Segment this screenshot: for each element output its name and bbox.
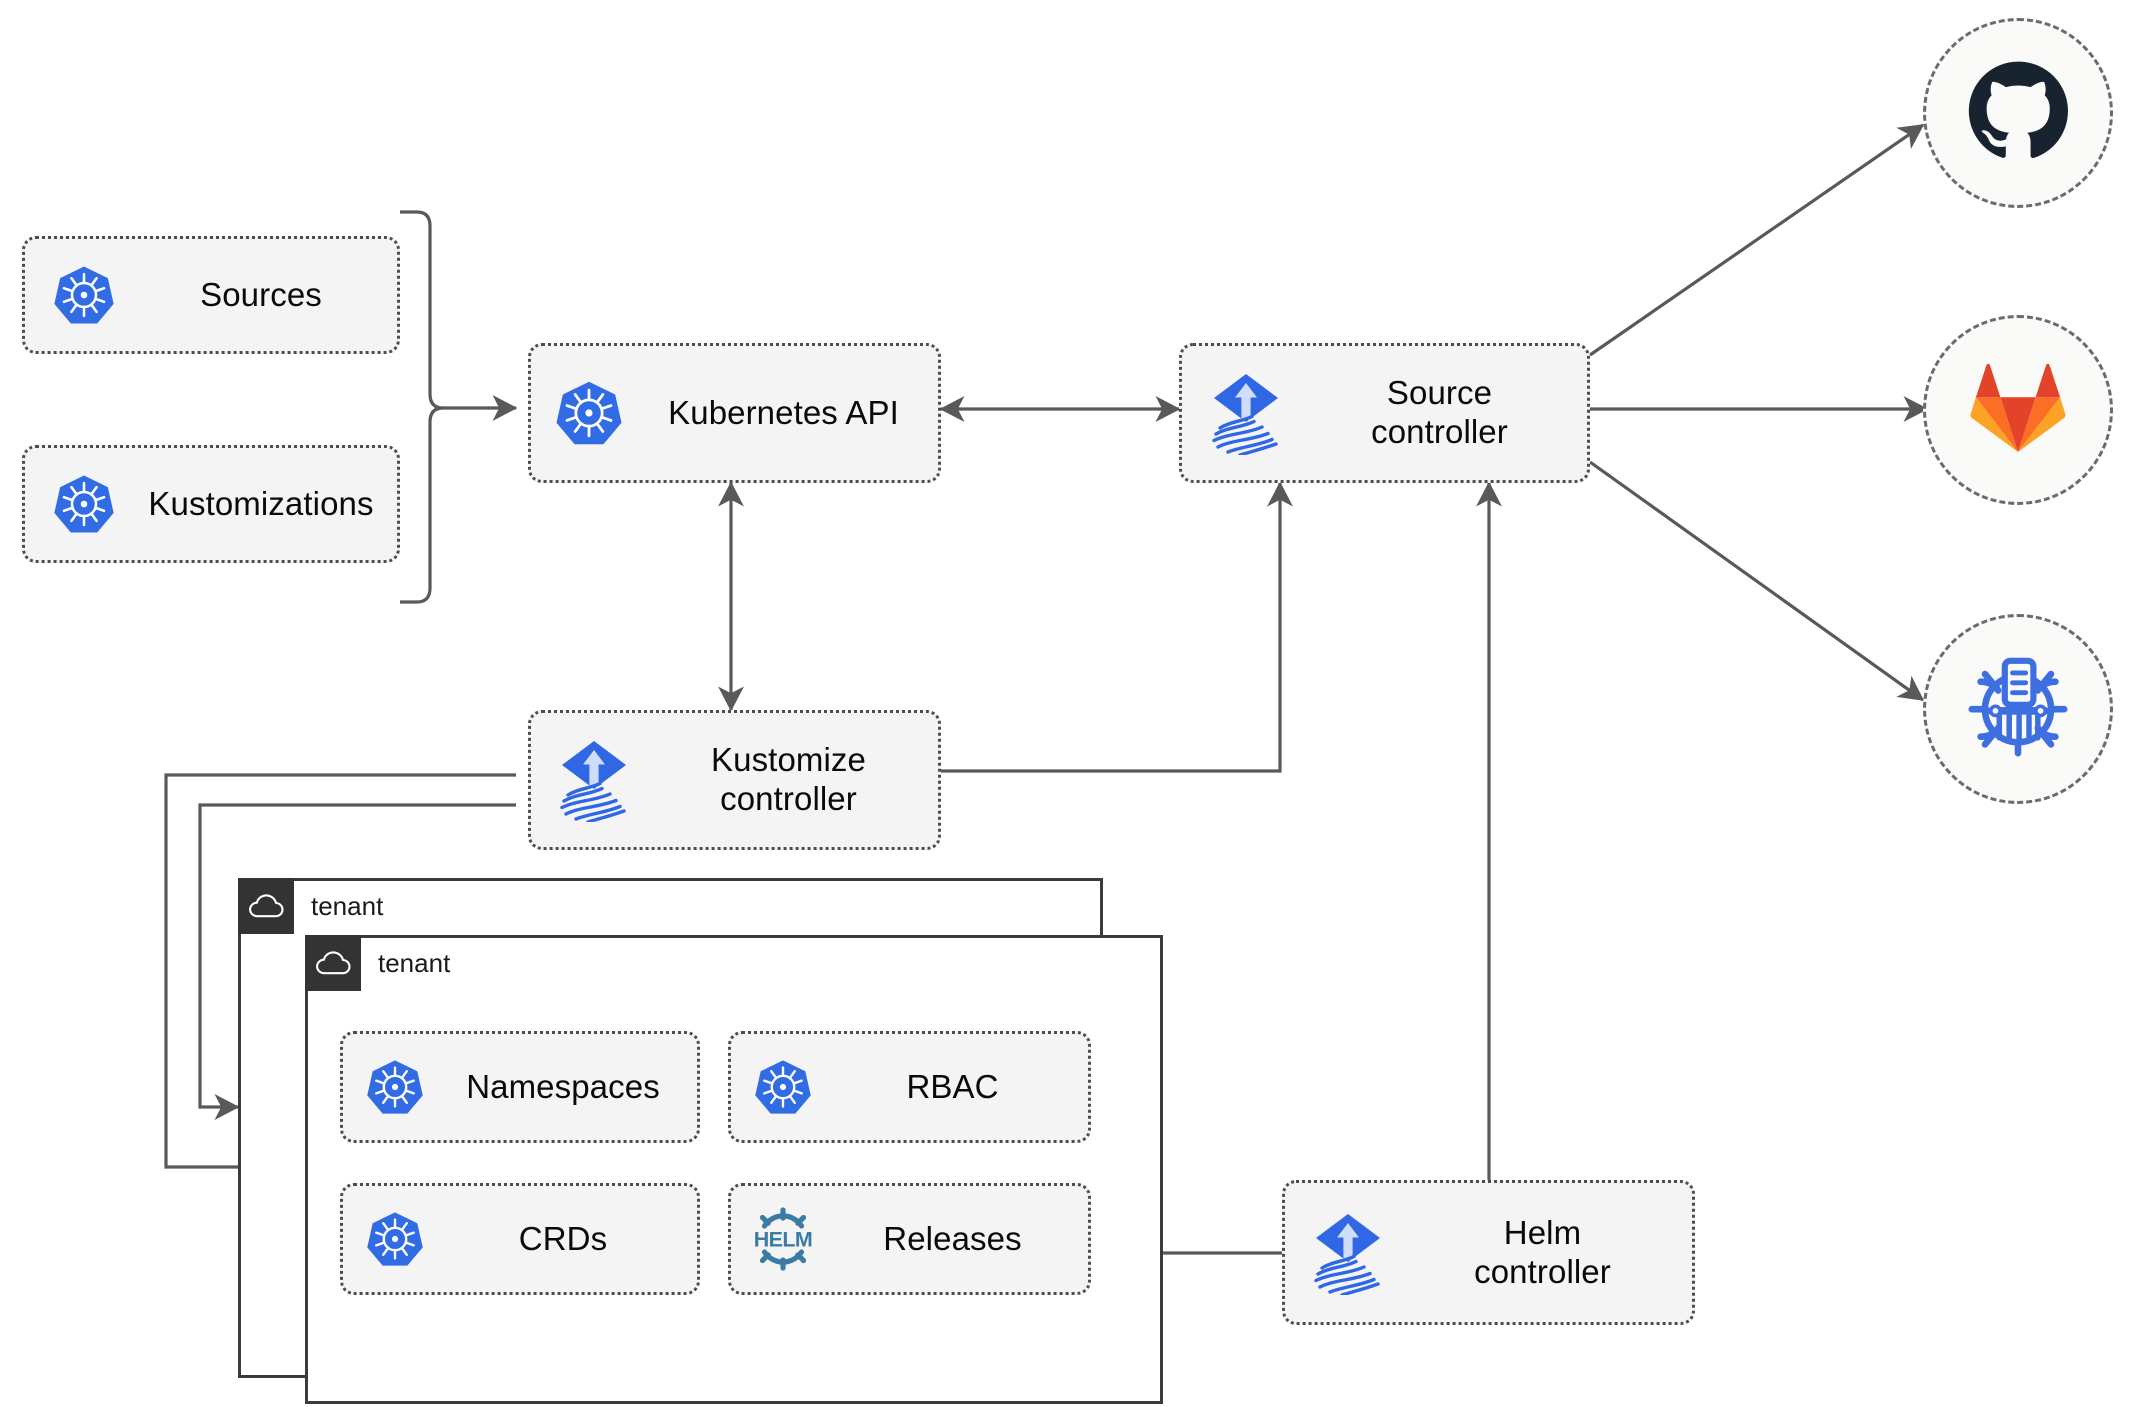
card-rbac[interactable]: RBAC [728,1031,1091,1143]
card-kustomizations-label: Kustomizations [148,484,374,522]
node-helm-controller[interactable]: Helm controller [1282,1180,1695,1325]
node-kubernetes-api-label: Kubernetes API [668,393,899,431]
node-helm-controller-label: Helm controller [1474,1213,1611,1290]
kubernetes-icon [343,1210,447,1268]
kubernetes-icon [343,1058,447,1116]
wire-kustomizecontroller-sourcecontroller [941,481,1293,773]
tenant-2-label: tenant [378,947,451,978]
card-releases[interactable]: HELM Releases [728,1183,1091,1295]
kubernetes-icon [25,473,143,535]
card-crds-label: CRDs [518,1219,608,1257]
node-kubernetes-api[interactable]: Kubernetes API [528,343,941,483]
kubernetes-icon [25,264,143,326]
card-releases-label: Releases [883,1219,1022,1257]
card-sources[interactable]: Sources [22,236,400,354]
node-source-controller-label: Source controller [1371,374,1508,450]
tenant-frame-2: tenant [305,935,1163,1404]
flux-icon [1285,1211,1411,1295]
cloud-icon [238,878,294,934]
provider-oci-registry[interactable] [1923,614,2113,804]
card-kustomizations[interactable]: Kustomizations [22,445,400,563]
provider-github[interactable] [1923,18,2113,208]
tenant-1-header: tenant [238,878,383,934]
tenant-1-label: tenant [311,890,384,921]
gitlab-icon [1969,362,2067,459]
kubernetes-icon [531,379,647,447]
tenant-2-header: tenant [305,935,450,991]
kubernetes-icon [731,1058,835,1116]
provider-gitlab[interactable] [1923,315,2113,505]
github-icon [1966,59,2070,168]
node-kustomize-controller-label: Kustomize controller [711,741,866,817]
card-rbac-label: RBAC [906,1067,999,1105]
cloud-icon [305,935,361,991]
helm-icon: HELM [731,1204,835,1274]
wire-sourcecontroller-oci [1589,460,1925,702]
helm-repository-icon [1963,652,2073,767]
wire-bracket [400,210,444,604]
card-sources-label: Sources [200,275,322,313]
wire-sourcecontroller-github [1589,123,1925,357]
card-crds[interactable]: CRDs [340,1183,700,1295]
node-source-controller[interactable]: Source controller [1179,343,1590,483]
node-kustomize-controller[interactable]: Kustomize controller [528,710,941,850]
flux-icon [1182,371,1310,455]
flux-icon [531,738,657,822]
card-namespaces[interactable]: Namespaces [340,1031,700,1143]
card-namespaces-label: Namespaces [466,1067,660,1105]
svg-text:HELM: HELM [754,1228,813,1252]
